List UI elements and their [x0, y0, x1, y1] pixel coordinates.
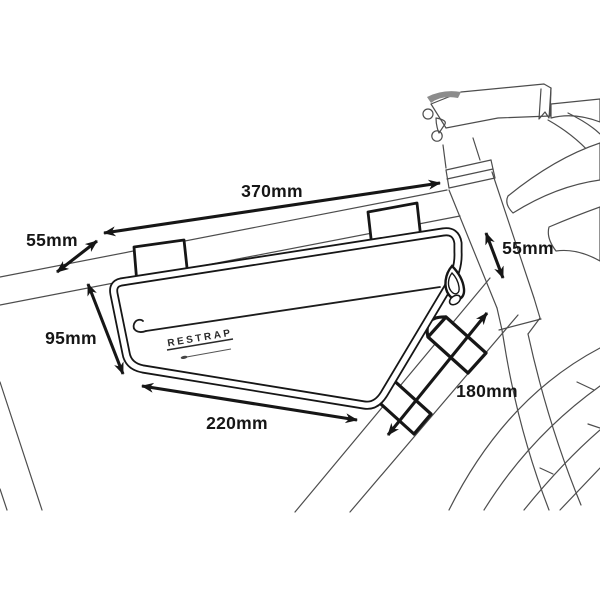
bike-seat-tube: [0, 381, 43, 511]
stem-cap-shade: [427, 91, 461, 103]
logo-zip-cord-end: [180, 355, 188, 359]
stem-bolt-lower: [431, 130, 443, 142]
dimension-arrow-right-depth: [484, 232, 505, 279]
dimension-label-left-height: 95mm: [45, 328, 97, 348]
bike-stem: [422, 83, 552, 142]
bag-zip-seam: [145, 286, 441, 332]
dimension-label-top-length: 370mm: [241, 181, 303, 201]
bag-seam-notch: [132, 318, 147, 333]
stem-bolt-upper: [422, 108, 434, 120]
bike-head-tube: [442, 137, 542, 331]
dimension-arrow-down-tube-run: [386, 312, 489, 436]
dimension-label-down-tube-run: 180mm: [456, 381, 518, 401]
dimension-arrow-left-height: [86, 283, 125, 375]
dimension-arrow-top-length: [103, 179, 441, 237]
dimension-label-top-left-gap: 55mm: [26, 230, 78, 250]
logo-underline: [166, 338, 234, 351]
dimension-arrow-bottom-length: [141, 382, 358, 424]
bike-handlebar-drops: [506, 142, 600, 262]
dimension-arrow-top-left-gap: [56, 239, 98, 274]
dimension-label-right-depth: 55mm: [502, 238, 554, 258]
bike-front-wheel-arcs: [448, 347, 600, 511]
bike-fork: [496, 297, 582, 511]
dimension-label-bottom-length: 220mm: [206, 413, 268, 433]
bike-frame-drawing: [0, 83, 600, 513]
logo-zip-cord: [180, 348, 232, 359]
dimension-annotations: 370mm 55mm 55mm 95mm 220mm 180mm: [26, 179, 554, 436]
zipper-pull: [444, 264, 466, 306]
